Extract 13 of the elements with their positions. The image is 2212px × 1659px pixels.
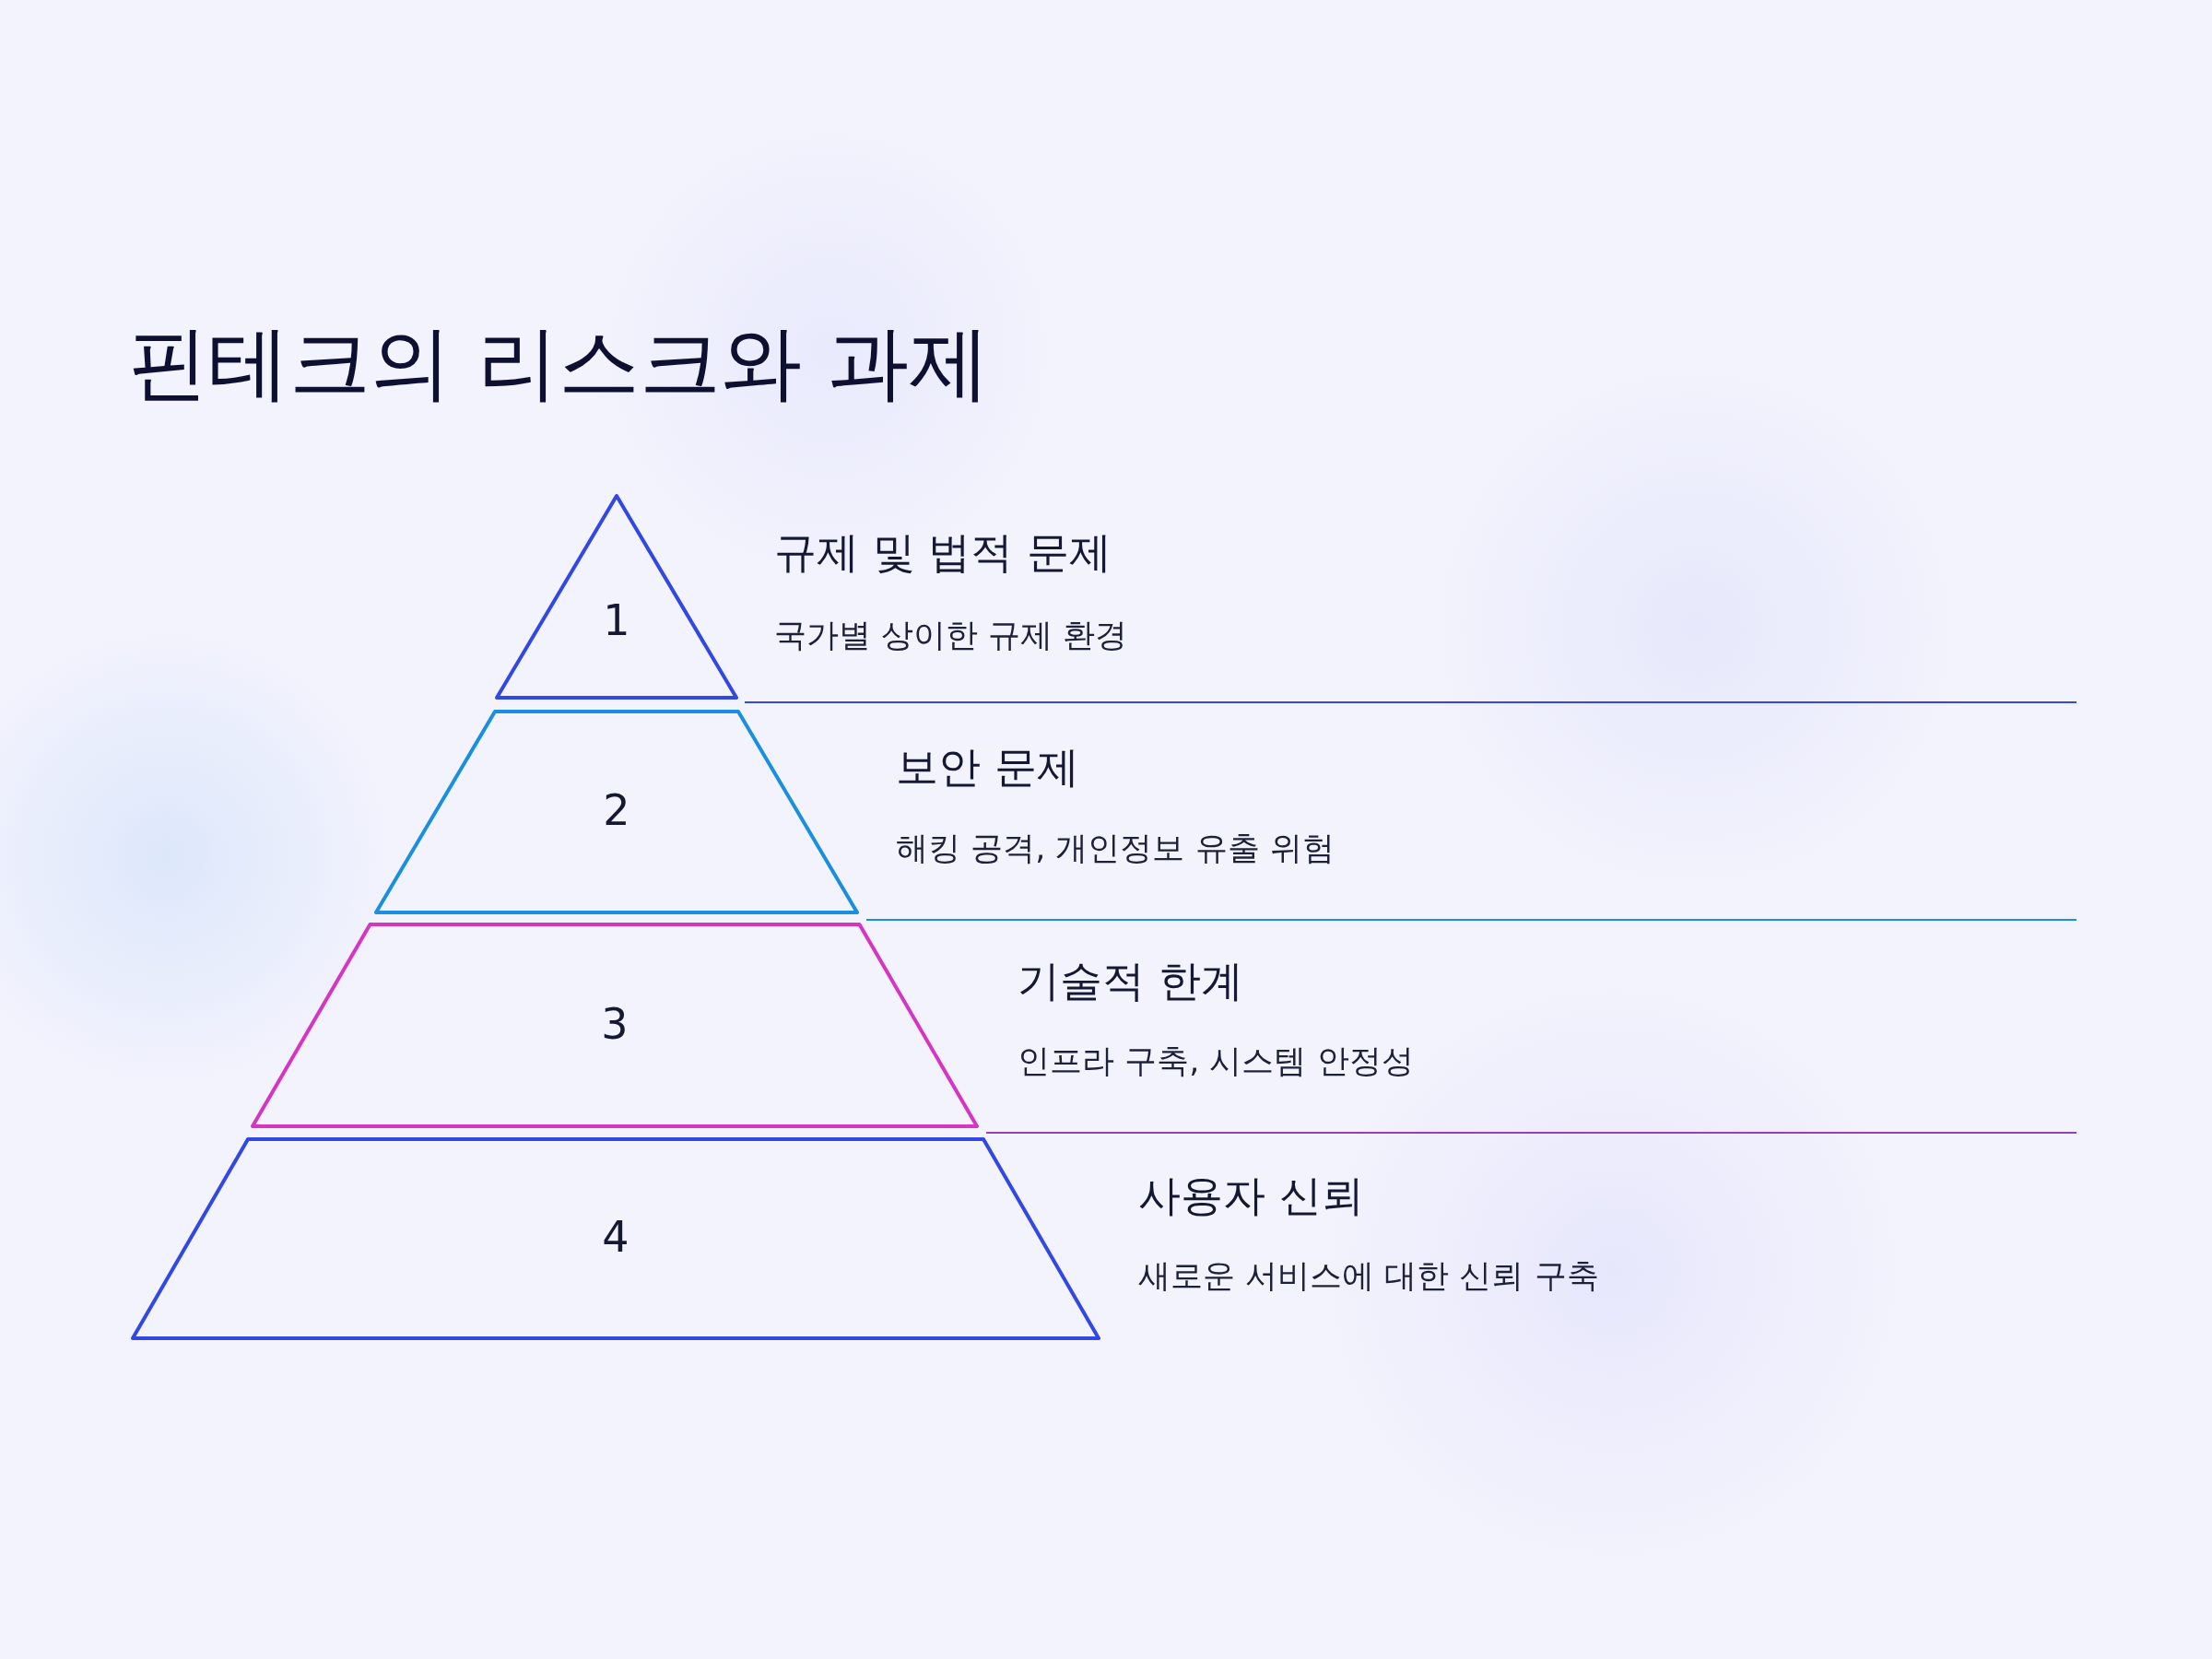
tier-number: 3 bbox=[601, 1003, 629, 1045]
tier-heading: 사용자 신뢰 bbox=[1138, 1171, 1364, 1222]
tier-heading: 보안 문제 bbox=[896, 742, 1079, 794]
tier-number: 4 bbox=[602, 1216, 629, 1258]
tier-number: 2 bbox=[603, 789, 630, 831]
tier-heading: 기술적 한계 bbox=[1018, 956, 1243, 1007]
tier-number: 1 bbox=[603, 599, 630, 641]
tier-description: 국가별 상이한 규제 환경 bbox=[774, 616, 1128, 654]
tier-description: 인프라 구축, 시스템 안정성 bbox=[1018, 1041, 1414, 1080]
title: 핀테크의 리스크와 과제 bbox=[127, 314, 990, 412]
tier-description: 해킹 공격, 개인정보 유출 위험 bbox=[896, 829, 1335, 867]
tier-description: 새로운 서비스에 대한 신뢰 구축 bbox=[1138, 1256, 1599, 1295]
tier-heading: 규제 및 법적 문제 bbox=[774, 527, 1112, 579]
